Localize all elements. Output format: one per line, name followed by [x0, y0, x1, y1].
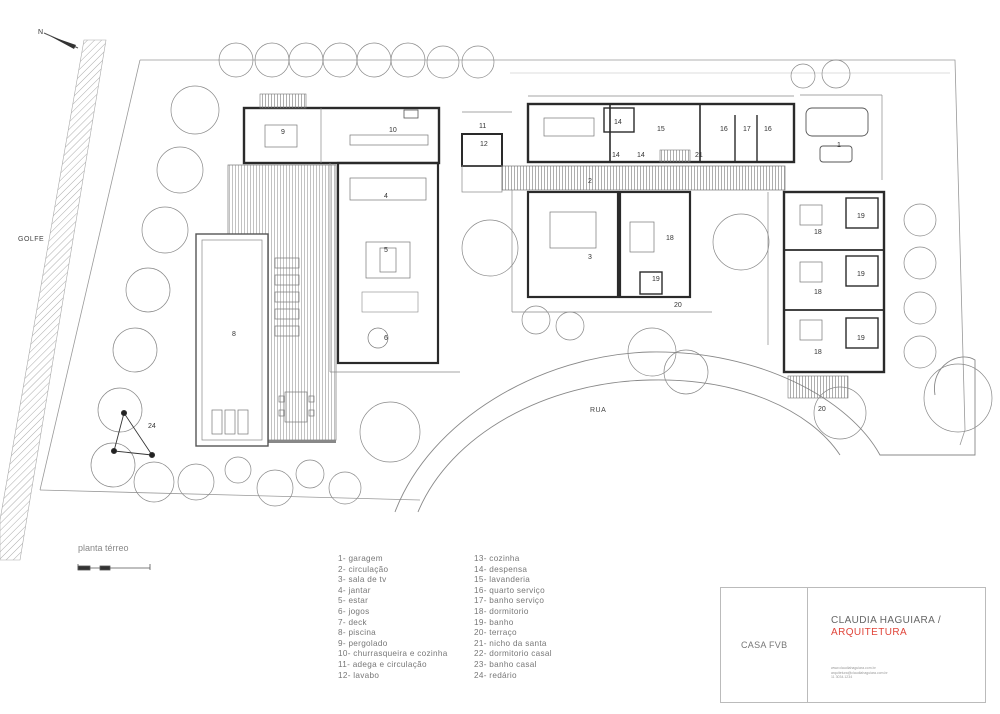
living-block [329, 161, 460, 373]
north-label: N [38, 29, 43, 36]
room-number-19b: 19 [857, 213, 865, 220]
legend-item: 15- lavanderia [474, 575, 531, 585]
legend-item: 13- cozinha [474, 554, 520, 563]
pool [195, 233, 269, 447]
room-number-17: 17 [743, 126, 751, 133]
firm-name-line2: ARQUITETURA [831, 627, 908, 638]
cellar-block [461, 111, 512, 193]
room-number-15: 15 [657, 126, 665, 133]
room-number-20b: 20 [818, 406, 826, 413]
legend-item: 7- deck [338, 617, 367, 627]
title-block: CASA FVB CLAUDIA HAGUIARA / ARQUITETURA … [720, 587, 986, 703]
tv-room-block [511, 190, 712, 313]
room-number-14b: 14 [612, 152, 620, 159]
room-number-2: 2 [588, 178, 592, 185]
trees [90, 42, 993, 507]
legend-item: 14- despensa [474, 564, 528, 574]
legend-right: 13- cozinha 14- despensa 15- lavanderia … [474, 554, 552, 681]
service-block [526, 95, 796, 164]
legend-item: 23- banho casal [474, 659, 537, 669]
room-number-19c: 19 [857, 271, 865, 278]
room-number-18b: 18 [814, 229, 822, 236]
room-number-11: 11 [479, 123, 486, 130]
room-number-18c: 18 [814, 289, 822, 296]
street-label: RUA [590, 407, 606, 414]
legend-item: 21- nicho da santa [474, 638, 547, 648]
legend-item: 19- banho [474, 617, 514, 627]
room-number-19d: 19 [857, 335, 865, 342]
legend-item: 3- sala de tv [338, 575, 387, 585]
room-number-14c: 14 [637, 152, 645, 159]
bedroom-wing [767, 190, 886, 399]
contact-info: www.claudiahaguiara.com.br arquitetura@c… [831, 666, 888, 680]
legend-item: 24- redário [474, 670, 517, 680]
street-curve [394, 351, 976, 513]
title-divider [807, 588, 808, 702]
room-number-4: 4 [384, 193, 388, 200]
firm-name-line1: CLAUDIA HAGUIARA / [831, 615, 942, 626]
hammock [110, 409, 156, 459]
legend-item: 5- estar [338, 596, 369, 606]
room-number-9: 9 [281, 129, 285, 136]
legend-item: 1- garagem [338, 554, 383, 563]
room-number-24: 24 [148, 423, 156, 430]
contact-line: www.claudiahaguiara.com.br [831, 666, 876, 670]
room-number-5: 5 [384, 247, 388, 254]
barbecue-block [242, 93, 441, 165]
room-number-16a: 16 [720, 126, 728, 133]
room-number-19a: 19 [652, 276, 660, 283]
legend-item: 2- circulação [338, 564, 389, 574]
legend-item: 4- jantar [338, 585, 371, 595]
scale-bar [77, 564, 151, 571]
legend-item: 16- quarto serviço [474, 585, 545, 595]
plan-subtitle: planta térreo [78, 543, 129, 553]
legend-item: 9- pergolado [338, 638, 388, 648]
room-number-18d: 18 [814, 349, 822, 356]
contact-line: 11 3034.1234 [831, 675, 853, 679]
room-number-16b: 16 [764, 126, 772, 133]
room-number-6: 6 [384, 335, 388, 342]
room-number-12: 12 [480, 141, 488, 148]
room-number-21: 21 [695, 152, 703, 159]
room-numbers: 1 2 3 4 5 6 8 9 10 11 12 14 14 14 15 16 … [148, 119, 865, 430]
garage [800, 94, 883, 180]
legend-item: 18- dormitorio [474, 606, 529, 616]
circulation-corridor [501, 165, 786, 191]
legend-item: 22- dormitorio casal [474, 649, 552, 659]
north-arrow: N [38, 29, 79, 49]
room-number-10: 10 [389, 127, 397, 134]
legend-item: 17- banho serviço [474, 596, 545, 606]
legend-item: 20- terraço [474, 628, 517, 638]
legend-item: 6- jogos [338, 606, 370, 616]
legend-left: 1- garagem 2- circulação 3- sala de tv 4… [338, 554, 448, 681]
golf-label: GOLFE [18, 236, 44, 243]
room-number-20a: 20 [674, 302, 682, 309]
room-number-8: 8 [232, 331, 236, 338]
legend-item: 8- piscina [338, 628, 377, 638]
room-number-18a: 18 [666, 235, 674, 242]
legend-item: 11- adega e circulação [338, 659, 427, 669]
property-line [140, 59, 966, 446]
golf-strip [0, 39, 107, 561]
contact-line: arquitetura@claudiahaguiara.com.br [831, 670, 888, 675]
project-name: CASA FVB [741, 640, 788, 650]
legend-item: 12- lavabo [338, 670, 380, 680]
room-number-14a: 14 [614, 119, 622, 126]
legend-item: 10- churrasqueira e cozinha [338, 649, 448, 659]
room-number-3: 3 [588, 254, 592, 261]
room-number-1: 1 [837, 142, 841, 149]
